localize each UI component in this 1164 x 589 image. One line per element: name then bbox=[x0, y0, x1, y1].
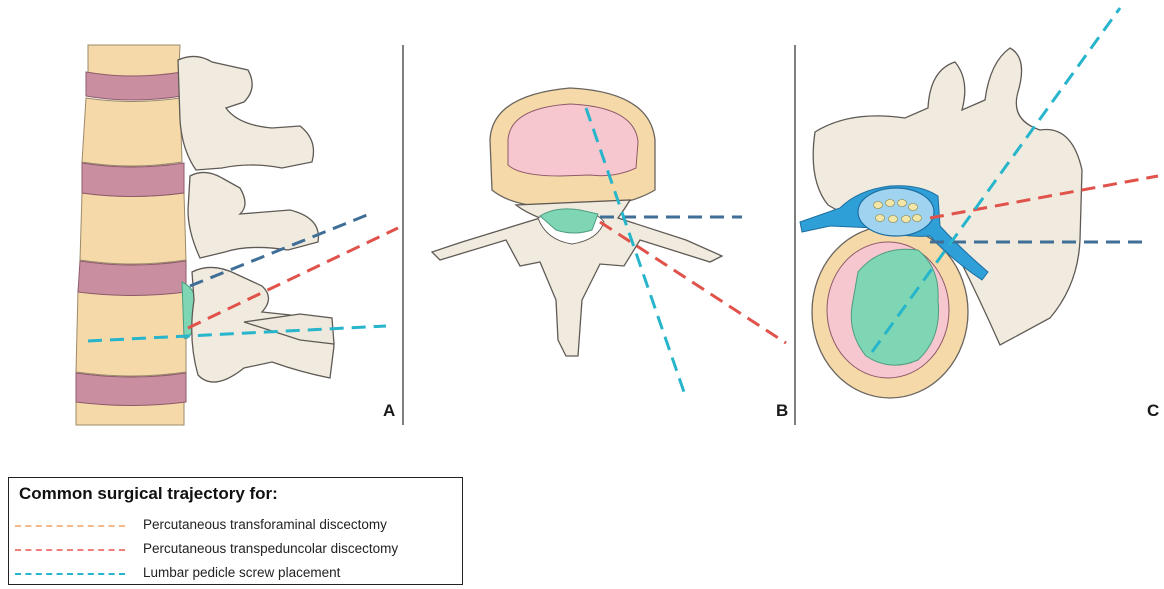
disc-herniation bbox=[851, 249, 938, 365]
disc bbox=[86, 72, 182, 100]
panel-label-a: A bbox=[383, 401, 395, 421]
legend-item: Percutaneous transforaminal discectomy bbox=[15, 516, 455, 536]
panel-label-c: C bbox=[1147, 401, 1159, 421]
legend-box: Common surgical trajectory for: Percutan… bbox=[8, 477, 463, 585]
nucleus bbox=[508, 104, 638, 176]
disc bbox=[82, 163, 184, 197]
legend-label: Percutaneous transforaminal discectomy bbox=[143, 517, 387, 532]
disc bbox=[76, 373, 186, 406]
legend-item: Percutaneous transpeduncolar discectomy bbox=[15, 540, 455, 560]
legend-swatch bbox=[15, 525, 125, 527]
legend-label: Percutaneous transpeduncolar discectomy bbox=[143, 541, 398, 556]
panel-b-illustration bbox=[432, 88, 786, 392]
trajectory-red bbox=[600, 222, 786, 343]
panel-a-illustration bbox=[76, 45, 398, 425]
disc bbox=[78, 261, 186, 296]
legend-item: Lumbar pedicle screw placement bbox=[15, 564, 455, 584]
panel-c-illustration bbox=[800, 8, 1158, 398]
legend-title: Common surgical trajectory for: bbox=[19, 484, 278, 504]
posterior-elements bbox=[178, 56, 334, 382]
nerve-cross-section bbox=[858, 188, 934, 236]
legend-swatch bbox=[15, 573, 125, 575]
panel-label-b: B bbox=[776, 401, 788, 421]
legend-swatch bbox=[15, 549, 125, 551]
legend-label: Lumbar pedicle screw placement bbox=[143, 565, 340, 580]
vertebral-column bbox=[76, 45, 186, 425]
